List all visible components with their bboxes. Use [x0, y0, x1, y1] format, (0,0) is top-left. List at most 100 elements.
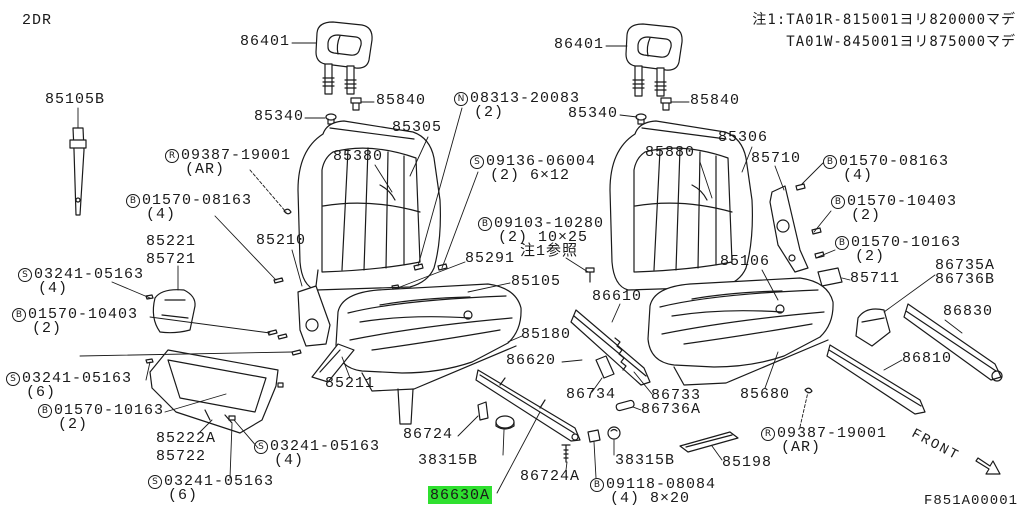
seat-cushion-left: [335, 283, 522, 425]
part-label-86734[interactable]: 86734: [566, 387, 616, 402]
part-label-86810[interactable]: 86810: [902, 350, 953, 367]
part-label-86735A[interactable]: 86735A 86736B: [935, 257, 996, 287]
serial-note-line-2: TA01W-845001ヨリ875000マデ: [786, 34, 1016, 50]
part-label-85711[interactable]: 85711: [850, 271, 900, 286]
bolts-right: [795, 183, 825, 394]
part-label-85306[interactable]: 85306: [718, 130, 768, 145]
part-label-85198[interactable]: 85198: [722, 455, 772, 470]
part-label-85880[interactable]: 85880: [645, 145, 695, 160]
cover-86735A: [855, 308, 891, 347]
part-quantity: (2): [474, 104, 505, 121]
part-label-85380[interactable]: 85380: [333, 149, 383, 164]
part-number: 01570-10163: [54, 402, 165, 419]
part-number: 85180: [521, 326, 572, 343]
part-number: 09103-10280: [494, 215, 605, 232]
part-number: 85840: [690, 92, 741, 109]
part-number: 03241-05163: [164, 473, 275, 490]
fastener-type-mark: R: [761, 427, 775, 441]
part-number: 38315B: [615, 452, 676, 469]
part-label-85210[interactable]: 85210: [256, 232, 307, 249]
fastener-type-mark: B: [823, 155, 837, 169]
headrest-guide-85340-right: [635, 113, 647, 125]
part-number: 86735A: [935, 257, 996, 274]
fastener-type-mark: S: [18, 268, 32, 282]
part-label-85680[interactable]: 85680: [740, 387, 790, 402]
part-label-85105[interactable]: 85105: [511, 273, 562, 290]
part-label-85222A[interactable]: 85222A 85722: [156, 431, 216, 464]
seat-back-left: [297, 120, 441, 291]
part-label-86724A[interactable]: 86724A: [520, 468, 581, 485]
part-number: 01570-10403: [847, 193, 958, 210]
part-label-85291[interactable]: 85291: [465, 251, 515, 266]
part-label-85105B[interactable]: 85105B: [45, 92, 105, 107]
part-label-86610[interactable]: 86610: [592, 289, 642, 304]
part-label-86401-right[interactable]: 86401: [554, 37, 604, 52]
part-label-86733[interactable]: 86733: [651, 387, 702, 404]
part-label-86620[interactable]: 86620: [506, 353, 556, 368]
part-label-38315B-right[interactable]: 38315B: [615, 452, 676, 469]
part-number: 85710: [751, 150, 802, 167]
part-label-85180[interactable]: 85180: [521, 326, 572, 343]
seat-rail-86610: [570, 309, 651, 386]
screw-86724A: [561, 444, 571, 463]
part-quantity: (4) 8×20: [610, 490, 691, 507]
headrest-left: [315, 21, 373, 95]
part-label-86736A[interactable]: 86736A: [641, 402, 701, 417]
part-note: 注1参照: [520, 243, 579, 260]
part-label-85840-right[interactable]: 85840: [690, 92, 741, 109]
fastener-type-mark: B: [478, 217, 492, 231]
part-number: 86810: [902, 350, 953, 367]
part-number: 85340: [568, 105, 619, 122]
part-quantity: (4): [843, 167, 874, 184]
fastener-type-mark: S: [254, 440, 268, 454]
part-number: 86724A: [520, 468, 581, 485]
fastener-type-mark: B: [835, 236, 849, 250]
part-quantity: (2): [32, 320, 63, 337]
part-number: 85210: [256, 232, 307, 249]
strap-85105B: [69, 127, 87, 216]
fastener-type-mark: S: [148, 475, 162, 489]
fastener-type-mark: N: [454, 92, 468, 106]
part-label-85340-right[interactable]: 85340: [568, 105, 619, 122]
fastener-type-mark: B: [12, 308, 26, 322]
part-number: 03241-05163: [34, 266, 145, 283]
fastener-type-mark: B: [126, 194, 140, 208]
bracket-85211: [311, 343, 355, 383]
part-label-38315B-left[interactable]: 38315B: [418, 453, 478, 468]
part-label-85840-left[interactable]: 85840: [376, 93, 426, 108]
part-label-85305[interactable]: 85305: [392, 120, 442, 135]
fastener-type-mark: B: [831, 195, 845, 209]
part-number: 85106: [720, 253, 771, 270]
part-number: 09387-19001: [777, 425, 888, 442]
part-label-86630A[interactable]: 86630A: [428, 486, 493, 504]
part-label-86724[interactable]: 86724: [403, 427, 453, 442]
figure-id: F851A00001: [923, 493, 1018, 509]
part-label-85710[interactable]: 85710: [751, 150, 802, 167]
part-label-86401-left[interactable]: 86401: [240, 34, 290, 49]
part-label-86830[interactable]: 86830: [943, 304, 993, 319]
part-label-85211[interactable]: 85211: [325, 376, 375, 391]
part-number: 86733: [651, 387, 702, 404]
part-number: 85105: [511, 273, 562, 290]
part-label-85340-left[interactable]: 85340: [254, 109, 304, 124]
part-label-85106[interactable]: 85106: [720, 253, 771, 270]
part-number: 03241-05163: [22, 370, 133, 387]
part-label-85221[interactable]: 85221 85721: [146, 234, 196, 267]
part-number: 01570-08163: [142, 192, 253, 209]
